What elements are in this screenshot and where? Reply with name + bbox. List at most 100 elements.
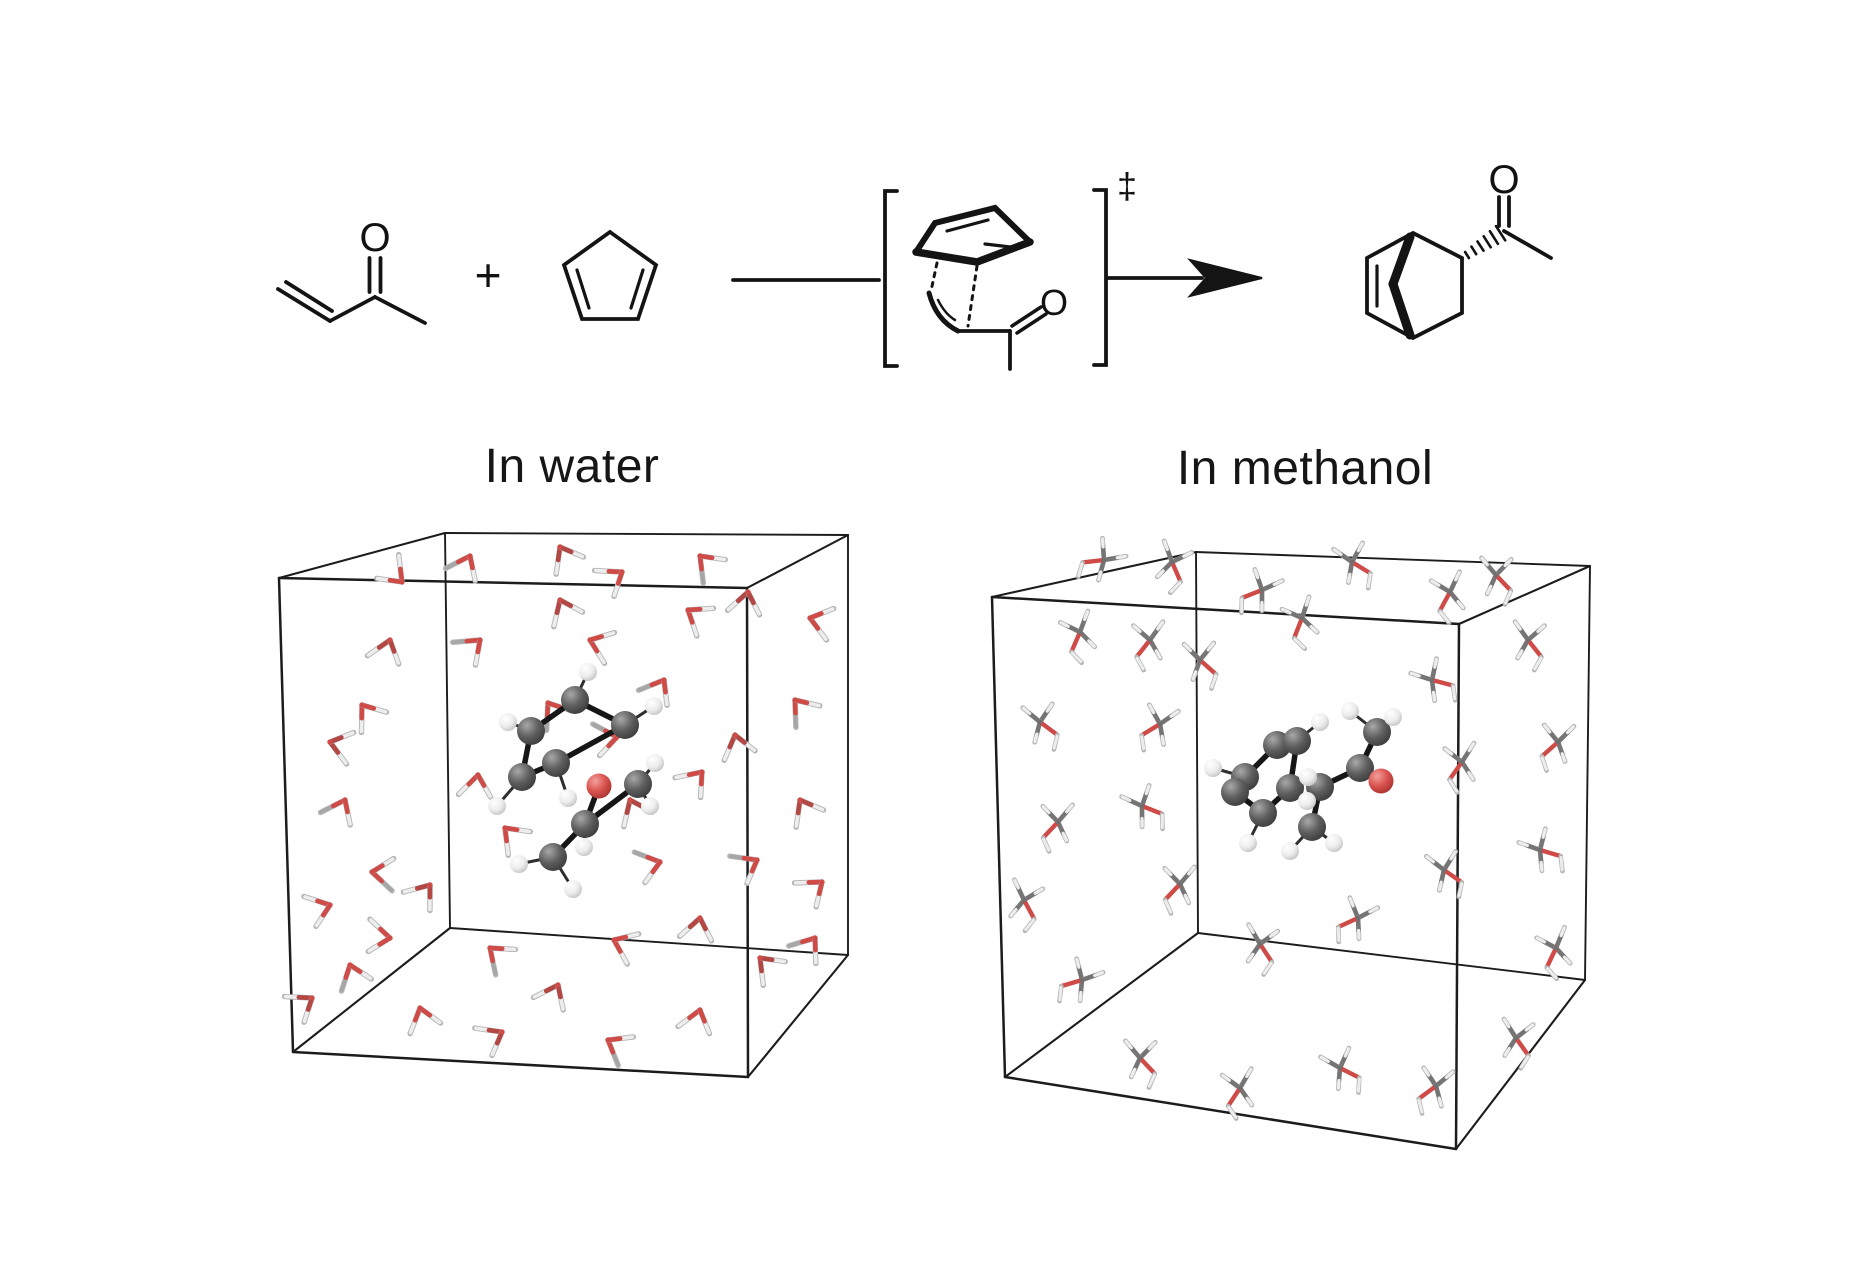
water-molecule: [611, 931, 642, 967]
water-molecule: [502, 825, 533, 858]
water-molecule: [724, 589, 763, 618]
h-atom: [579, 663, 597, 681]
methanol-molecule: [1040, 802, 1075, 854]
water-molecule: [590, 721, 620, 759]
plus-sign: +: [474, 249, 502, 301]
water-molecule: [721, 732, 758, 763]
c-atom: [561, 686, 589, 714]
methanol-solvent: [1008, 535, 1577, 1121]
h-atom: [488, 797, 506, 815]
water-molecule: [793, 797, 827, 830]
methanol-molecule: [1020, 701, 1060, 752]
methanol-molecule: [1501, 1016, 1536, 1071]
water-molecule: [365, 916, 393, 955]
methanol-molecule: [1057, 608, 1098, 666]
water-molecule: [791, 879, 825, 910]
water-molecule: [281, 993, 315, 1025]
h-atom: [646, 754, 664, 772]
c-atom: [1249, 799, 1277, 827]
water-solvent: [281, 544, 837, 1069]
c-atom: [1363, 718, 1391, 746]
c-atom: [539, 843, 567, 871]
water-box-wireframe: [277, 531, 850, 1079]
water-molecule: [472, 1025, 505, 1059]
water-molecule: [358, 702, 390, 736]
c-atom: [542, 749, 570, 777]
methanol-molecule: [1139, 702, 1181, 753]
methanol-molecule: [1131, 619, 1166, 673]
water-molecule: [327, 729, 357, 767]
o-atom: [1368, 768, 1394, 794]
c-atom: [517, 717, 545, 745]
water-molecule: [697, 553, 728, 586]
water-molecule: [727, 853, 760, 887]
methanol-molecule: [1512, 619, 1547, 673]
mvk-oxygen-label: O: [359, 216, 391, 260]
h-atom: [645, 697, 663, 715]
water-molecule: [455, 772, 494, 800]
solute-in-methanol: [1204, 702, 1402, 860]
methanol-molecule: [1008, 877, 1046, 934]
water-molecule: [374, 552, 405, 585]
methanol-molecule: [1075, 535, 1129, 583]
methanol-molecule: [1423, 849, 1465, 900]
water-molecule: [792, 697, 823, 731]
h-atom: [1239, 834, 1257, 852]
water-molecule: [786, 935, 819, 967]
water-molecule: [487, 945, 519, 978]
water-molecule: [605, 1034, 637, 1069]
water-molecule: [400, 882, 433, 914]
water-molecule: [675, 1007, 713, 1037]
c-atom: [1283, 727, 1311, 755]
water-molecule: [369, 855, 397, 894]
methanol-molecule: [1181, 640, 1219, 691]
hashed-wedge-bond: [1463, 224, 1507, 260]
h-atom: [641, 797, 659, 815]
water-molecule: [672, 769, 705, 801]
ts-oxygen-label: O: [1039, 282, 1069, 323]
methanol-molecule: [1279, 594, 1320, 651]
water-molecule: [338, 962, 375, 994]
water-molecule: [553, 544, 587, 577]
transition-state-structure: [912, 204, 1048, 371]
water-molecule: [676, 915, 715, 944]
methanol-molecule: [1239, 566, 1285, 616]
methanol-molecule: [1119, 782, 1165, 832]
methanol-molecule: [1154, 538, 1195, 596]
solute-in-water: [488, 663, 664, 898]
methanol-molecule: [1057, 956, 1106, 1004]
water-molecule: [407, 1005, 444, 1037]
water-box-title: In water: [484, 440, 660, 493]
methanol-molecule: [1534, 924, 1573, 982]
water-molecule: [807, 605, 837, 643]
product-structure: [1365, 195, 1553, 341]
cyclopentadiene-structure: [561, 229, 659, 321]
h-atom: [1341, 702, 1359, 720]
methanol-molecule: [1408, 656, 1458, 704]
methanol-box-wireframe: [990, 550, 1592, 1151]
water-molecule: [587, 629, 618, 667]
c-atom: [1346, 754, 1374, 782]
methanol-box-title: In methanol: [1176, 442, 1434, 495]
water-molecule: [530, 982, 566, 1013]
c-atom: [1221, 778, 1249, 806]
c-atom: [624, 770, 652, 798]
methanol-molecule: [1162, 864, 1197, 916]
water-molecule: [685, 605, 717, 639]
water-molecule: [551, 597, 586, 630]
h-atom: [559, 789, 577, 807]
h-atom: [510, 855, 528, 873]
methanol-molecule: [1442, 740, 1477, 795]
water-molecule: [449, 637, 483, 668]
c-atom: [611, 711, 639, 739]
h-atom: [1311, 713, 1329, 731]
o-atom: [586, 773, 612, 799]
h-atom: [1384, 708, 1402, 726]
methanol-molecule: [1219, 1066, 1255, 1121]
methanol-molecule: [1123, 1038, 1158, 1090]
water-molecule: [631, 849, 663, 886]
water-molecule: [317, 797, 353, 828]
